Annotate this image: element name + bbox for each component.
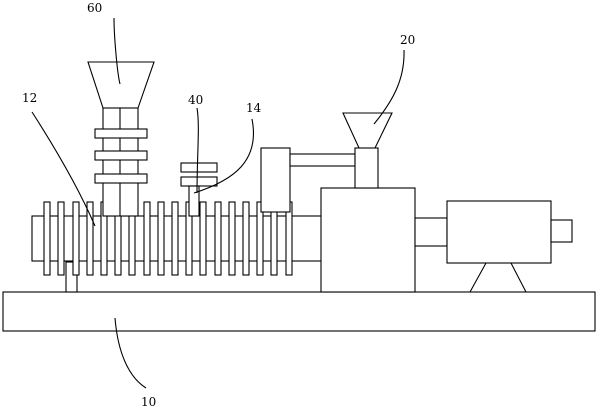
- main-hopper-flange-3: [94, 173, 148, 184]
- barrel-fin: [72, 201, 80, 276]
- side-feeder-column: [260, 147, 291, 213]
- leader-line-60: [113, 17, 121, 85]
- small-feeder-flange-2: [180, 176, 218, 187]
- leader-line-20: [373, 49, 405, 125]
- label-connector: 14: [246, 101, 262, 115]
- base-plate: [2, 291, 596, 332]
- motor-end-cap: [550, 219, 573, 243]
- barrel-fin: [242, 201, 250, 276]
- label-small-feeder: 40: [188, 93, 203, 107]
- barrel-fin: [199, 201, 207, 276]
- barrel-fin: [228, 201, 236, 276]
- barrel-fin: [285, 201, 293, 276]
- motor: [446, 200, 552, 264]
- small-feeder-assembly: [180, 162, 218, 217]
- label-base: 10: [141, 395, 156, 408]
- main-hopper-flange-2: [94, 150, 148, 161]
- leader-line-40: [196, 107, 199, 194]
- small-feeder-flange-1: [180, 162, 218, 173]
- leader-line-14: [193, 118, 254, 194]
- side-hopper-neck: [354, 147, 379, 189]
- coupling-shaft: [414, 217, 448, 247]
- barrel-fin: [171, 201, 179, 276]
- barrel-fin: [143, 201, 151, 276]
- barrel-fin: [57, 201, 65, 276]
- gearbox: [320, 187, 416, 293]
- small-feeder-pipe: [188, 185, 200, 217]
- barrel-fin: [157, 201, 165, 276]
- side-hopper-assembly: [342, 112, 393, 189]
- leader-line-12: [31, 111, 96, 227]
- main-hopper-assembly: [87, 61, 155, 217]
- barrel-fin: [43, 201, 51, 276]
- main-hopper-flange-1: [94, 128, 148, 139]
- barrel-fin: [256, 201, 264, 276]
- leader-line-10: [114, 317, 147, 389]
- barrel-fin: [86, 201, 94, 276]
- motor-stand: [469, 262, 527, 293]
- barrel-fin: [214, 201, 222, 276]
- main-hopper-funnel: [87, 61, 155, 109]
- barrel-fins: [43, 201, 293, 276]
- side-hopper-funnel: [342, 112, 393, 149]
- label-side-hopper: 20: [400, 33, 415, 47]
- barrel-support-leg: [65, 261, 78, 293]
- label-barrel: 12: [22, 91, 37, 105]
- side-feeder-arm: [289, 153, 356, 167]
- barrel-fin: [270, 201, 278, 276]
- label-main-hopper: 60: [87, 1, 102, 15]
